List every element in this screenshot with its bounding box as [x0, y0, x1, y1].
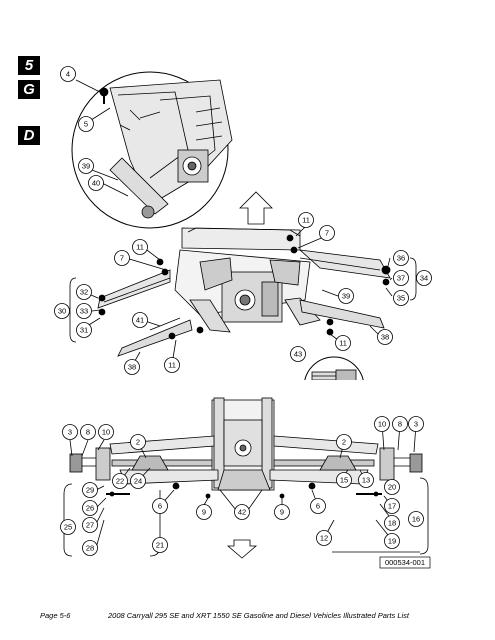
callout-33: 33 — [80, 307, 88, 316]
callout-4: 4 — [66, 70, 70, 79]
callout-13: 13 — [362, 476, 370, 485]
callout-38: 38 — [128, 363, 136, 372]
callout-7: 7 — [325, 229, 329, 238]
callout-24: 24 — [134, 477, 142, 486]
right-upper-arm-front — [273, 435, 379, 455]
top-callouts — [54, 66, 432, 375]
right-upper-a-arm — [298, 249, 391, 279]
callout-11: 11 — [339, 339, 347, 348]
callout-18: 18 — [388, 519, 396, 528]
callout-28: 28 — [86, 544, 94, 553]
upper-suspension-diagram: 4 5 39 40 11 7 11 7 36 37 34 35 32 30 33… — [54, 66, 432, 380]
callout-26: 26 — [86, 504, 94, 513]
upper-frame-drawing — [174, 227, 321, 333]
callout-39: 39 — [82, 162, 90, 171]
callout-9: 9 — [202, 508, 206, 517]
callout-10: 10 — [102, 428, 110, 437]
callout-21: 21 — [156, 541, 164, 550]
callout-38: 38 — [381, 333, 389, 342]
callout-29: 29 — [86, 486, 94, 495]
callout-8: 8 — [398, 420, 402, 429]
callout-15: 15 — [340, 476, 348, 485]
callout-32: 32 — [80, 288, 88, 297]
spline-detail-circle — [304, 356, 364, 380]
callout-16: 16 — [412, 515, 420, 524]
bottom-callouts — [60, 416, 424, 556]
figure-id: 000534-001 — [385, 558, 425, 567]
callout-8: 8 — [86, 428, 90, 437]
callout-35: 35 — [397, 294, 405, 303]
section-tab-d: D — [18, 126, 40, 145]
footer-title: 2008 Carryall 295 SE and XRT 1550 SE Gas… — [108, 611, 409, 620]
callout-25: 25 — [64, 523, 72, 532]
spline-drawing — [311, 369, 357, 380]
detail-linkage-drawing — [99, 79, 233, 219]
callout-11: 11 — [302, 216, 310, 225]
callout-11: 11 — [168, 361, 176, 370]
callout-2: 2 — [136, 438, 140, 447]
bracket-30 — [69, 277, 77, 343]
callout-43: 43 — [294, 350, 302, 359]
center-frame-drawing — [211, 397, 275, 491]
callout-10: 10 — [378, 420, 386, 429]
callout-30: 30 — [58, 307, 66, 316]
callout-22: 22 — [116, 477, 124, 486]
callout-34: 34 — [420, 274, 428, 283]
callout-3: 3 — [68, 428, 72, 437]
callout-17: 17 — [388, 502, 396, 511]
callout-40: 40 — [92, 179, 100, 188]
direction-arrow-up — [239, 191, 273, 225]
callout-6: 6 — [158, 502, 162, 511]
top-callout-labels: 4 5 39 40 11 7 11 7 36 37 34 35 32 30 33… — [58, 70, 428, 372]
callout-6: 6 — [316, 502, 320, 511]
right-lower-arm-front — [269, 469, 369, 485]
left-lower-control-arm — [117, 319, 193, 357]
callout-20: 20 — [388, 483, 396, 492]
right-hub — [379, 447, 395, 481]
callout-37: 37 — [397, 274, 405, 283]
lower-drive-diagram: 3 8 10 2 22 24 29 26 27 25 28 21 6 9 42 … — [60, 397, 431, 569]
callout-2: 2 — [342, 438, 346, 447]
callout-7: 7 — [120, 254, 124, 263]
bottom-callout-labels: 3 8 10 2 22 24 29 26 27 25 28 21 6 9 42 … — [64, 420, 420, 553]
detail-circle — [71, 71, 229, 229]
section-tab-g: G — [18, 80, 40, 99]
callout-42: 42 — [238, 508, 246, 517]
callout-3: 3 — [414, 420, 418, 429]
callout-12: 12 — [320, 534, 328, 543]
callout-9: 9 — [280, 508, 284, 517]
left-upper-arm-front — [109, 435, 215, 455]
bracket-16 — [419, 477, 429, 555]
callout-5: 5 — [84, 120, 88, 129]
figure-id-box — [379, 556, 431, 569]
callout-39: 39 — [342, 292, 350, 301]
left-upper-a-arm — [97, 269, 171, 309]
footer-page-number: Page 5-6 — [40, 611, 71, 620]
callout-27: 27 — [86, 521, 94, 530]
callout-11: 11 — [136, 243, 144, 252]
right-lower-control-arm — [299, 299, 385, 329]
callout-19: 19 — [388, 537, 396, 546]
left-hub — [95, 447, 111, 481]
callout-41: 41 — [136, 316, 144, 325]
callout-36: 36 — [397, 254, 405, 263]
direction-arrow-down — [226, 539, 258, 559]
callout-31: 31 — [80, 326, 88, 335]
bracket-34 — [409, 257, 417, 301]
section-tab-5: 5 — [18, 56, 40, 75]
